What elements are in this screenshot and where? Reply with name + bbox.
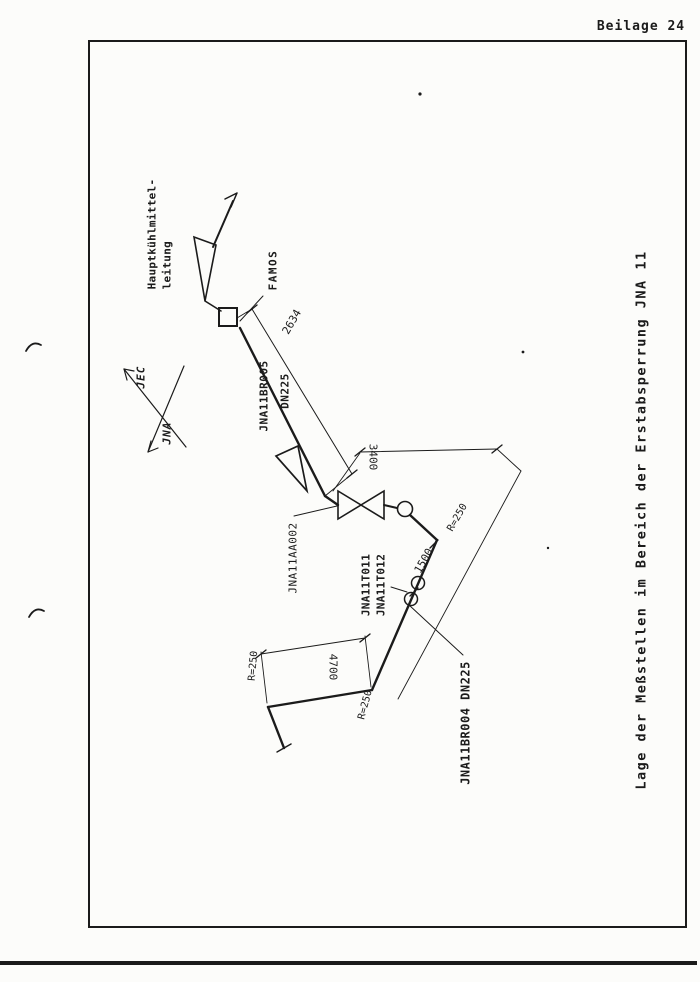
pipe-lower-run <box>266 688 374 709</box>
pipe-break-symbol <box>192 235 217 302</box>
elbow-r250-line <box>408 513 439 542</box>
famos-label: FAMOS <box>266 249 280 291</box>
dimension-4700-label: 4700 <box>326 653 340 681</box>
pipe-end-stub <box>266 705 286 750</box>
main-line-arrowhead-icon <box>224 192 238 208</box>
famos-leader-line <box>239 295 264 322</box>
dimension-3400-lines <box>332 444 522 700</box>
axis-cross <box>123 365 187 453</box>
drawing-frame <box>88 40 687 928</box>
br004-label-leader <box>408 604 464 656</box>
valve-label-leader <box>293 505 338 517</box>
scan-specks <box>418 92 550 550</box>
flow-arrow-triangle <box>274 444 309 494</box>
temp-points-leader <box>390 586 408 593</box>
temp-points-label: JNA11T011 JNA11T012 <box>359 553 388 617</box>
pipe-br004-line <box>370 538 439 692</box>
elbow-circle <box>396 500 414 518</box>
valve-aa002-label: JNA11AA002 <box>286 522 300 594</box>
dimension-2634-lines <box>236 304 358 497</box>
dimension-3400-label: 3400 <box>366 443 380 471</box>
pipe-end-break-tick <box>276 743 292 753</box>
axis-jna-label: JNA <box>160 421 174 445</box>
axis-jec-label: JEC <box>134 365 148 389</box>
pipe-br005-dn-label: DN225 <box>278 373 292 409</box>
main-coolant-line-label: Hauptkühlmittel- leitung <box>145 178 174 290</box>
jec-arrowhead-icon <box>123 368 135 381</box>
attachment-label: Beilage 24 <box>596 18 686 34</box>
scan-artifact-line <box>0 961 697 965</box>
valve-aa002-symbol <box>323 489 398 521</box>
dim-1500-ticks <box>409 539 439 597</box>
jna-arrowhead-icon <box>147 440 159 453</box>
pipe-br005-line <box>238 326 327 498</box>
pipe-br004-label: JNA11BR004 DN225 <box>458 661 473 785</box>
radius-r250-label-b: R=250 <box>246 650 261 682</box>
pipe-br005-label: JNA11BR005 <box>257 360 271 432</box>
drawing-title: Lage der Meßstellen im Bereich der Ersta… <box>633 250 650 790</box>
temp-point-circle-1 <box>410 575 426 591</box>
temp-point-circle-2 <box>403 591 419 607</box>
margin-marks <box>25 342 45 618</box>
famos-measuring-point-square <box>218 307 238 327</box>
dimension-4700-lines <box>255 633 372 704</box>
main-line-arrow <box>212 200 234 248</box>
